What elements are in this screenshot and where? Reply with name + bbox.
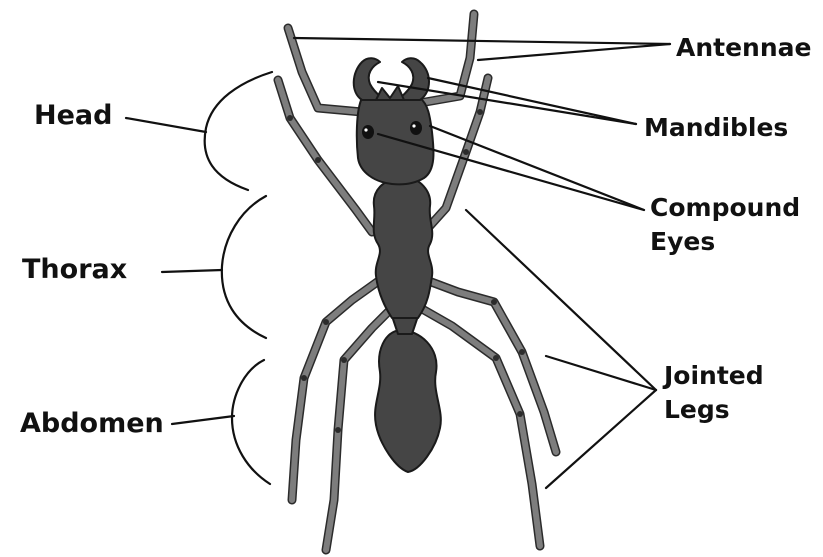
- thorax-leader: [162, 270, 222, 272]
- label-head: Head: [34, 100, 112, 131]
- antennae-leader-2: [478, 44, 670, 60]
- ant-body: [354, 58, 441, 472]
- legs-leader-3: [546, 390, 656, 488]
- right-eye: [410, 121, 422, 135]
- thorax-brace: [222, 196, 266, 338]
- ant-mandible-right: [398, 58, 429, 100]
- ant-head: [357, 98, 434, 184]
- ant-mandible-teeth: [376, 86, 404, 100]
- label-abdomen: Abdomen: [20, 408, 164, 439]
- label-jointed-line1: Jointed: [662, 361, 764, 390]
- label-compound-line1: Compound: [650, 193, 800, 222]
- label-jointed-line2: Legs: [664, 395, 730, 424]
- left-eye: [362, 125, 374, 139]
- label-mandibles: Mandibles: [644, 113, 788, 142]
- label-thorax: Thorax: [22, 254, 127, 285]
- ant-thorax: [374, 178, 433, 318]
- abdomen-brace: [232, 360, 270, 484]
- ant-abdomen: [375, 330, 441, 472]
- mandibles-leader-2: [428, 78, 636, 124]
- antennae-leader-1: [294, 38, 670, 44]
- label-compound-line2: Eyes: [650, 227, 715, 256]
- head-brace: [205, 72, 272, 190]
- abdomen-leader: [172, 416, 234, 424]
- middle-right-leg: [426, 280, 556, 452]
- body-section-braces: [205, 72, 272, 484]
- head-leader: [126, 118, 206, 132]
- label-antennae: Antennae: [676, 33, 811, 62]
